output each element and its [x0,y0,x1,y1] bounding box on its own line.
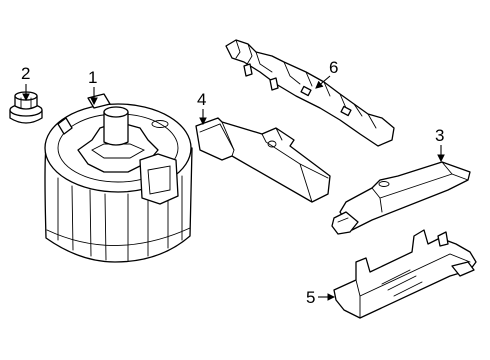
callout-4-label: 4 [197,90,206,109]
part-5-tray [333,229,477,319]
callout-1: 1 [88,68,98,106]
part-1-siren-unit [44,93,193,263]
callout-6-label: 6 [329,58,338,77]
part-6-mounting-bracket [225,39,395,147]
callout-1-label: 1 [88,68,97,87]
callout-6: 6 [315,58,338,89]
part-3-module [331,161,471,235]
callout-3-label: 3 [435,126,444,145]
part-4-bracket [195,117,331,203]
callout-3: 3 [435,126,445,163]
callout-4: 4 [197,90,207,126]
callout-2-label: 2 [21,64,30,83]
callout-5-label: 5 [306,288,315,307]
callout-2: 2 [21,64,30,102]
callout-5: 5 [306,288,336,307]
